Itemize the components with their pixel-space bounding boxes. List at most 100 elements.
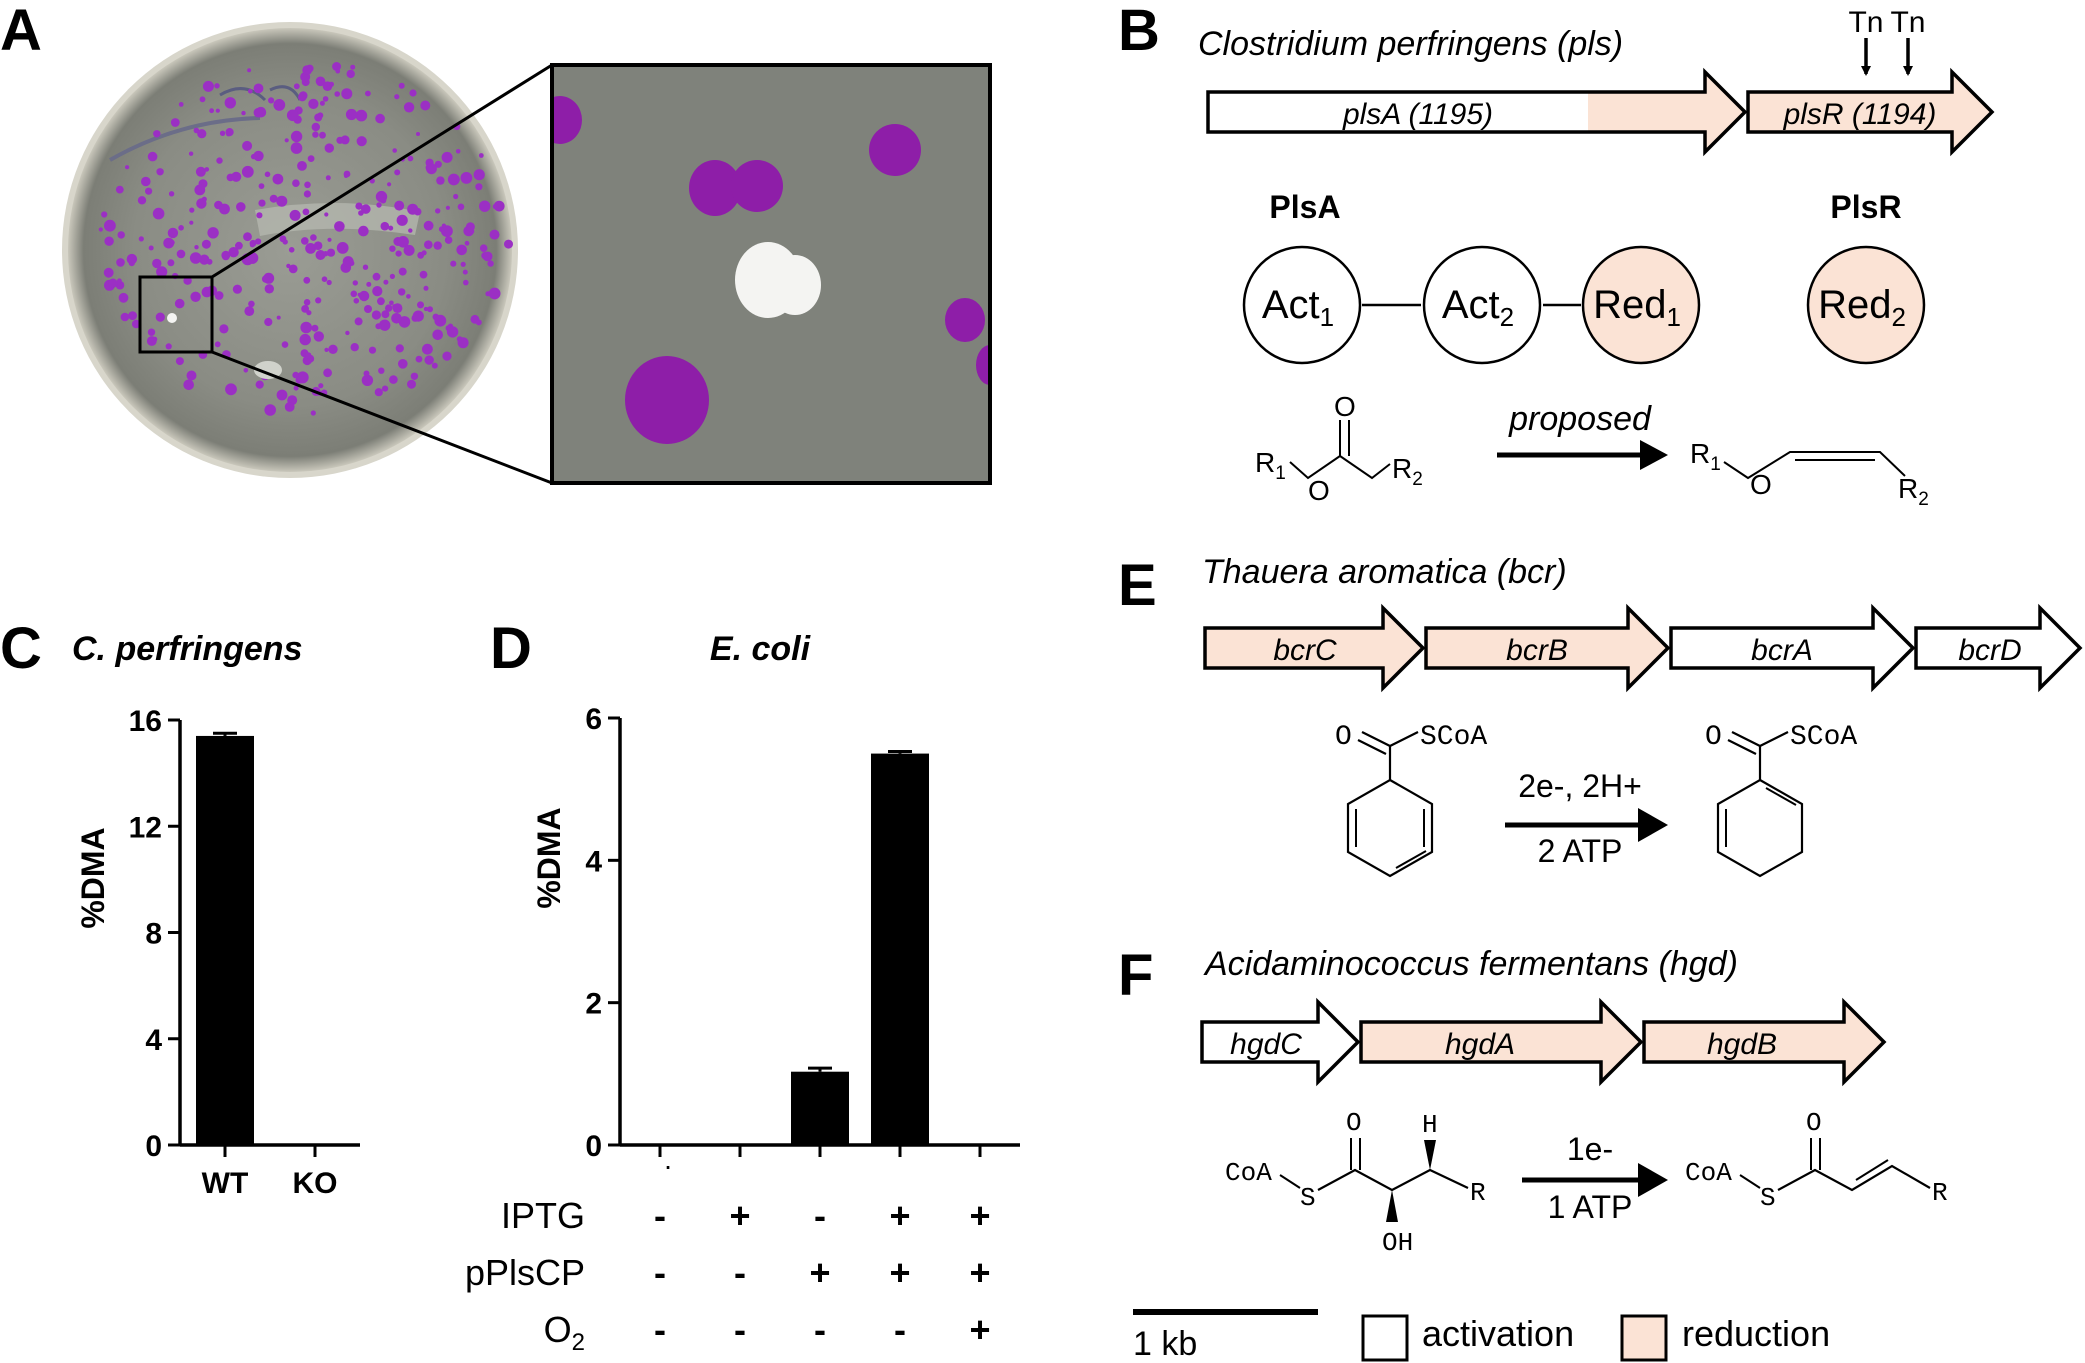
colony xyxy=(375,323,382,330)
colony xyxy=(395,344,404,353)
colony xyxy=(189,207,195,213)
colony xyxy=(460,172,473,184)
colony xyxy=(394,200,405,211)
colony xyxy=(478,153,484,158)
colony xyxy=(441,223,446,228)
colony-dots xyxy=(98,62,513,416)
svg-text:S: S xyxy=(1300,1183,1316,1213)
colony xyxy=(368,346,377,354)
colony xyxy=(409,89,417,97)
colony xyxy=(410,372,419,380)
chart-c-ytick-label: 4 xyxy=(145,1024,162,1057)
chart-c-category-label: KO xyxy=(293,1167,338,1200)
colony xyxy=(314,113,323,122)
colony xyxy=(299,333,311,346)
legend: 1 kb activation reduction xyxy=(1133,1309,1830,1363)
condition-value: + xyxy=(969,1195,990,1236)
colony xyxy=(244,306,255,316)
condition-value: + xyxy=(889,1195,910,1236)
colony xyxy=(325,175,331,181)
legend-swatch-activation xyxy=(1361,1314,1409,1362)
chart-d-ytick-label: 2 xyxy=(585,988,602,1021)
colony xyxy=(362,264,369,270)
colony xyxy=(201,239,211,249)
colony xyxy=(350,290,358,298)
svg-text:Act2: Act2 xyxy=(1442,283,1514,332)
colony xyxy=(153,130,161,138)
svg-text:R2: R2 xyxy=(1392,453,1423,490)
white-colony xyxy=(167,313,177,323)
gene-label-plsA: plsA (1195) xyxy=(1342,98,1493,131)
colony xyxy=(178,102,184,107)
y-axis-label-c: %DMA xyxy=(75,827,111,928)
colony xyxy=(204,167,210,172)
svg-text:O: O xyxy=(1335,722,1352,753)
colony xyxy=(316,333,324,341)
colony xyxy=(286,263,291,269)
colony xyxy=(383,279,389,285)
colony xyxy=(288,247,295,253)
colony xyxy=(117,231,125,239)
gene-cluster-f: hgdC hgdA hgdB xyxy=(1200,997,1887,1087)
colony xyxy=(335,68,341,74)
colony xyxy=(435,208,441,214)
colony xyxy=(420,100,431,111)
zoom-region-box xyxy=(138,275,214,354)
colony xyxy=(361,204,371,214)
colony xyxy=(431,362,438,369)
colony xyxy=(165,343,172,350)
colony xyxy=(253,150,264,162)
colony xyxy=(336,242,349,254)
colony xyxy=(375,113,385,124)
svg-text:bcrC: bcrC xyxy=(1273,634,1337,667)
colony xyxy=(284,402,295,412)
colony xyxy=(421,250,427,256)
colony xyxy=(176,249,186,259)
colony xyxy=(137,196,147,205)
colony xyxy=(445,205,450,210)
colony xyxy=(334,221,345,232)
colony xyxy=(391,313,402,324)
chart-d-bar xyxy=(871,753,929,1145)
svg-text:CoA: CoA xyxy=(1225,1158,1272,1188)
colony xyxy=(131,319,141,329)
svg-text:proposed: proposed xyxy=(1508,400,1652,438)
colony xyxy=(221,250,231,260)
colony xyxy=(253,107,264,118)
colony xyxy=(290,130,303,143)
colony xyxy=(397,236,409,248)
colony xyxy=(118,292,129,303)
colony xyxy=(303,276,311,284)
colony xyxy=(225,128,234,137)
colony xyxy=(269,194,278,203)
svg-text:S: S xyxy=(1760,1183,1776,1213)
colony xyxy=(334,91,341,97)
colony xyxy=(324,212,329,217)
colony xyxy=(224,97,236,109)
colony xyxy=(170,118,180,127)
tick-dot-d: · xyxy=(663,1150,672,1181)
colony xyxy=(219,130,226,136)
protein-name-plsR: PlsR xyxy=(1830,189,1901,225)
colony xyxy=(412,310,424,322)
colony xyxy=(104,236,114,246)
condition-table: IPTG-+-++pPlsCP--+++O2----+ xyxy=(465,1195,991,1356)
gene-arrow-hgdC xyxy=(1200,997,1361,1087)
gene-arrow-plsR xyxy=(1746,67,1995,157)
colony xyxy=(403,244,415,256)
colony xyxy=(312,131,319,138)
colony xyxy=(232,284,242,294)
colony xyxy=(464,240,470,246)
colony xyxy=(372,272,381,281)
panel-label-b: B xyxy=(1118,0,1160,63)
colony xyxy=(419,270,428,279)
svg-text:hgdB: hgdB xyxy=(1707,1028,1777,1061)
colony xyxy=(183,379,194,391)
gene-arrow-plsA xyxy=(1206,67,1748,157)
svg-text:Red2: Red2 xyxy=(1818,283,1906,332)
colony xyxy=(346,69,355,79)
organism-name-e: Thauera aromatica (bcr) xyxy=(1202,553,1567,591)
colony xyxy=(261,275,270,283)
colony xyxy=(407,203,419,215)
colony xyxy=(387,182,392,187)
